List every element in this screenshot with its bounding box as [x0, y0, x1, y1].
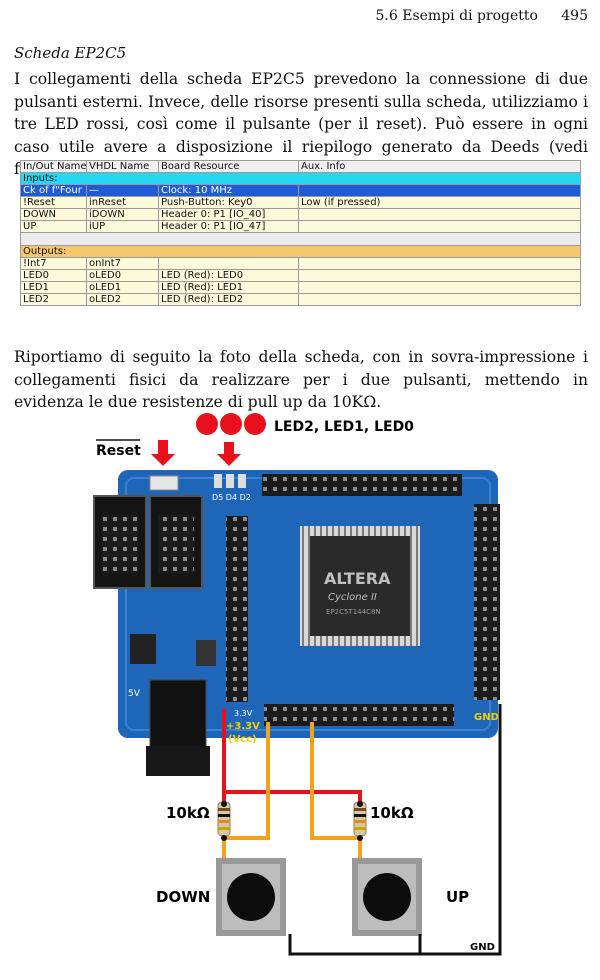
- cell: !Reset: [20, 196, 87, 209]
- cell: [298, 208, 581, 221]
- cell: iUP: [86, 220, 159, 233]
- cell: LED (Red): LED1: [158, 281, 299, 294]
- outputs-label: Outputs:: [20, 245, 581, 258]
- column-header: In/Out Name: [20, 160, 87, 173]
- led-dot-icon: [244, 413, 266, 435]
- resistor-left: [217, 801, 231, 837]
- reset-button: [149, 475, 179, 491]
- table-row: LED1 oLED1 LED (Red): LED1: [20, 281, 581, 294]
- page-number: 495: [561, 8, 588, 24]
- cell: Header 0: P1 [IO_47]: [158, 220, 299, 233]
- cell: onInt7: [86, 257, 159, 270]
- cell: [298, 184, 581, 197]
- cell: [298, 293, 581, 306]
- photo-paragraph: Riportiamo di seguito la foto della sche…: [14, 348, 588, 411]
- vcc-label-2: (Vcc): [228, 734, 257, 745]
- table-row: DOWN iDOWN Header 0: P1 [IO_40]: [20, 208, 581, 221]
- resistor-left-label: 10kΩ: [166, 804, 210, 822]
- cell: LED1: [20, 281, 87, 294]
- cell: oLED0: [86, 269, 159, 282]
- column-header: Aux. Info: [298, 160, 581, 173]
- button-down-label: DOWN: [156, 888, 210, 906]
- cell: !Int7: [20, 257, 87, 270]
- arrow-down-icon: [217, 442, 241, 466]
- chip-family: Cyclone II: [328, 592, 377, 603]
- cell: [298, 269, 581, 282]
- gnd-label-bottom: GND: [470, 942, 495, 953]
- table-row: !Reset inReset Push-Button: Key0 Low (if…: [20, 196, 581, 209]
- cell: Header 0: P1 [IO_40]: [158, 208, 299, 221]
- led-dot-icon: [220, 413, 242, 435]
- board-5v: 5V: [128, 689, 141, 699]
- chip-brand: ALTERA: [324, 569, 391, 588]
- cell: [158, 257, 299, 270]
- cell: [298, 220, 581, 233]
- push-button-up: [352, 858, 422, 936]
- cell: iDOWN: [86, 208, 159, 221]
- table-row: Ck of f"Four — Clock: 10 MHz: [20, 184, 581, 197]
- table-row: LED0 oLED0 LED (Red): LED0: [20, 269, 581, 282]
- resistor-right-label: 10kΩ: [370, 804, 414, 822]
- gnd-wire: [288, 704, 502, 956]
- table-row: LED2 oLED2 LED (Red): LED2: [20, 293, 581, 306]
- cell: LED0: [20, 269, 87, 282]
- cell: DOWN: [20, 208, 87, 221]
- led-label: LED2, LED1, LED0: [274, 419, 414, 435]
- cell: UP: [20, 220, 87, 233]
- table-row: UP iUP Header 0: P1 [IO_47]: [20, 220, 581, 233]
- board-led-silkscreen: D5 D4 D2: [212, 493, 251, 502]
- cell: inReset: [86, 196, 159, 209]
- board-3v3: 3.3V: [234, 709, 253, 718]
- chip-part: EP2C5T144C8N: [326, 608, 381, 616]
- reset-label: Reset: [96, 443, 141, 459]
- cell: Ck of f"Four: [20, 184, 87, 197]
- led-dot-icon: [196, 413, 218, 435]
- button-up-label: UP: [446, 888, 469, 906]
- cell: —: [86, 184, 159, 197]
- vcc-label: +3.3V: [226, 721, 260, 732]
- column-header: Board Resource: [158, 160, 299, 173]
- cell: Low (if pressed): [298, 196, 581, 209]
- table-header-row: In/Out Name VHDL Name Board Resource Aux…: [20, 160, 581, 173]
- deeds-summary-table: In/Out Name VHDL Name Board Resource Aux…: [20, 160, 581, 306]
- cell: LED2: [20, 293, 87, 306]
- cell: LED (Red): LED0: [158, 269, 299, 282]
- inputs-label: Inputs:: [20, 172, 581, 185]
- cell: [298, 257, 581, 270]
- push-button-down: [216, 858, 286, 936]
- gnd-label-board: GND: [474, 712, 499, 723]
- cell: LED (Red): LED2: [158, 293, 299, 306]
- inputs-section-row: Inputs:: [20, 172, 581, 185]
- table-row: !Int7 onInt7: [20, 257, 581, 270]
- cell: [298, 281, 581, 294]
- intro-paragraph: I collegamenti della scheda EP2C5 preved…: [14, 70, 588, 178]
- cell: oLED1: [86, 281, 159, 294]
- table-spacer-row: [20, 232, 581, 246]
- column-header: VHDL Name: [86, 160, 159, 173]
- board-photo-diagram: LED2, LED1, LED0 Reset: [93, 413, 502, 956]
- arrow-down-icon: [151, 440, 175, 466]
- cell: oLED2: [86, 293, 159, 306]
- subsection-title: Scheda EP2C5: [14, 44, 127, 62]
- board-figure: LED2, LED1, LED0 Reset: [0, 404, 600, 972]
- resistor-right: [353, 801, 367, 837]
- fpga-board: D5 D4 D2 ALTERA Cyclone II EP2C5T144C8N …: [93, 470, 500, 776]
- cell: Clock: 10 MHz: [158, 184, 299, 197]
- section-title: 5.6 Esempi di progetto: [375, 8, 538, 24]
- outputs-section-row: Outputs:: [20, 245, 581, 258]
- cell: Push-Button: Key0: [158, 196, 299, 209]
- page-header: 5.6 Esempi di progetto 495: [0, 8, 600, 30]
